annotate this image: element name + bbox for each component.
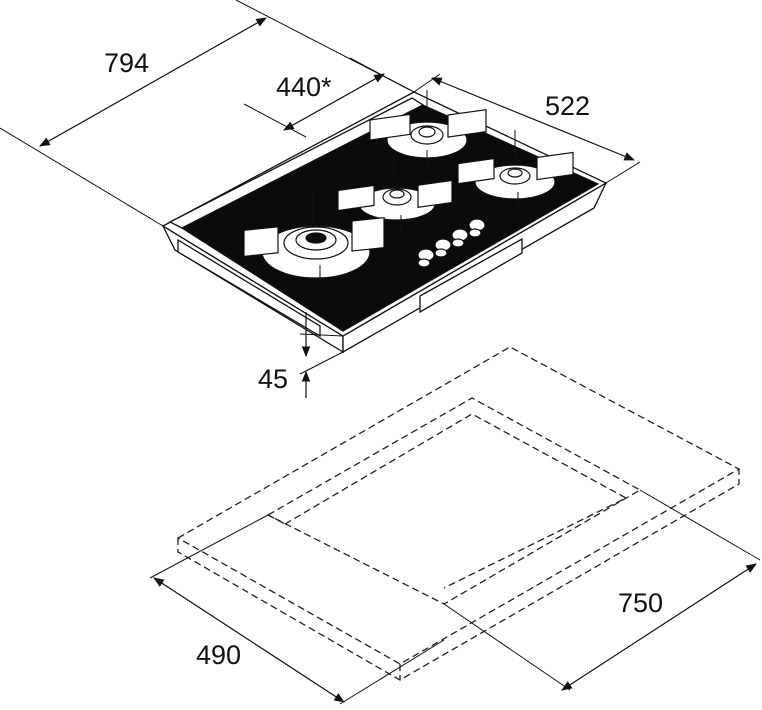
dimension-45 bbox=[299, 312, 344, 398]
dimension-label-45: 45 bbox=[258, 364, 288, 394]
dimension-label-750: 750 bbox=[618, 588, 663, 618]
cutout-opening bbox=[266, 397, 642, 605]
dimension-label-794: 794 bbox=[104, 48, 149, 78]
dimension-522 bbox=[413, 73, 641, 184]
burner-wok bbox=[243, 190, 385, 292]
dimension-label-522: 522 bbox=[545, 91, 590, 121]
dimension-label-490: 490 bbox=[196, 640, 241, 670]
dimension-490 bbox=[149, 514, 445, 705]
control-housing bbox=[419, 237, 523, 314]
dimension-440 bbox=[243, 57, 411, 138]
dimension-750 bbox=[443, 489, 761, 691]
hob bbox=[161, 90, 608, 354]
control-knobs bbox=[417, 218, 486, 268]
dimension-label-440: 440* bbox=[276, 72, 332, 102]
burner-center bbox=[337, 155, 453, 236]
hob-underside bbox=[177, 238, 321, 338]
